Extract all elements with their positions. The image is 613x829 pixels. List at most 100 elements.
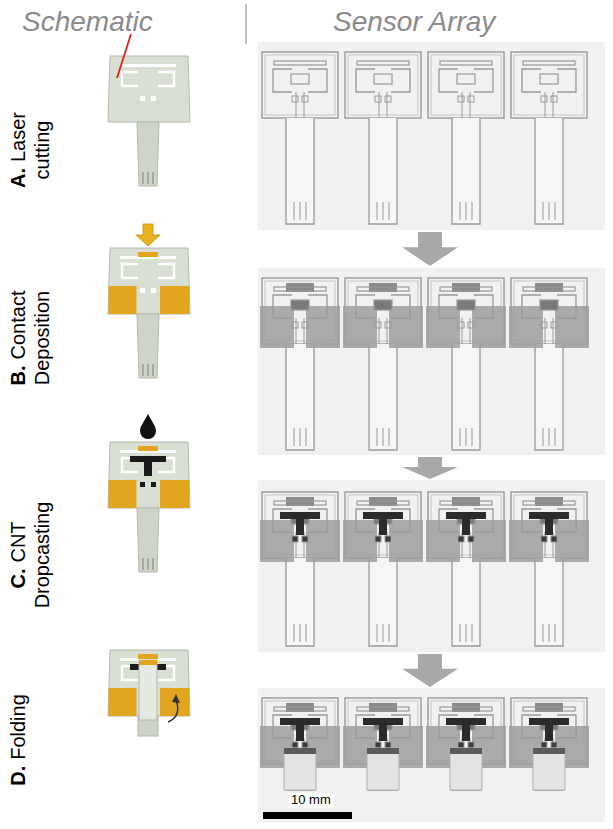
cut-slot: [440, 61, 492, 65]
contact-pad: [509, 520, 543, 562]
stem-trace: [294, 428, 295, 446]
column-separator: [245, 4, 247, 44]
contact-pad: [509, 306, 543, 348]
cut-slot: [120, 64, 176, 67]
stem-trace: [543, 202, 544, 220]
cut-slot: [357, 287, 409, 291]
stem-trace: [549, 428, 550, 446]
stem-trace: [460, 428, 461, 446]
cut-slot: [122, 72, 138, 86]
sensor: [428, 52, 504, 224]
contact-pad: [426, 520, 460, 562]
gold-contact: [138, 654, 158, 659]
pad-square: [385, 536, 391, 542]
stem-trace: [466, 624, 467, 642]
contact-pad: [426, 306, 460, 348]
sensor: [509, 278, 589, 450]
cut-slot: [391, 295, 410, 318]
pad-square: [458, 322, 464, 328]
sensor-frame: [511, 52, 587, 118]
pad-square: [375, 96, 381, 102]
pad-square: [385, 322, 391, 328]
stem-trace: [555, 428, 556, 446]
stem-trace: [555, 202, 556, 220]
cut-slot: [523, 501, 575, 505]
pad-square: [551, 536, 557, 542]
contact-pad: [389, 306, 423, 348]
stem-trace: [549, 202, 550, 220]
cut-slot: [356, 295, 375, 318]
stem-trace: [555, 624, 556, 642]
sensor-stem: [535, 344, 563, 450]
contact-pad: [306, 306, 340, 348]
pad-square: [151, 482, 156, 487]
cut-slot: [440, 501, 492, 505]
contact-pad: [389, 520, 423, 562]
pad-square: [292, 536, 298, 542]
stem-trace: [460, 624, 461, 642]
stem-trace: [300, 202, 301, 220]
folded-stem: [367, 748, 399, 790]
cut-slot: [308, 295, 327, 318]
gold-contact: [160, 286, 190, 314]
process-arrow: [402, 232, 458, 266]
tail-trace: [142, 364, 143, 376]
photo-background: [258, 268, 605, 455]
cut-slot: [474, 295, 493, 318]
step-name: CNT Dropcasting: [7, 502, 53, 609]
step-letter: A.: [7, 168, 29, 188]
contact-pad: [343, 306, 377, 348]
sensor: [509, 492, 589, 646]
tail-trace: [142, 558, 143, 570]
stem-trace: [377, 624, 378, 642]
gold-contact: [138, 446, 158, 451]
cut-slot: [158, 72, 174, 86]
sensor: [260, 492, 340, 646]
folded-stem: [533, 748, 565, 790]
cut-slot: [439, 295, 458, 318]
pad-square: [292, 742, 298, 748]
cut-slot: [440, 707, 492, 711]
pad-square: [468, 742, 474, 748]
sensor-stem: [452, 118, 480, 224]
contact-pad: [343, 520, 377, 562]
tail-trace: [152, 558, 153, 570]
schematic: [108, 414, 190, 572]
column-heading: Schematic: [22, 6, 153, 38]
sensor-frame-inner: [348, 55, 418, 115]
gold-contact: [109, 688, 137, 716]
sensor-stem: [286, 344, 314, 450]
sensor-frame: [262, 52, 338, 118]
sensor-stem: [286, 558, 314, 646]
cut-slot: [357, 61, 409, 65]
gold-contact: [138, 252, 158, 257]
substrate-plate: [108, 442, 190, 508]
gold-contact: [109, 480, 137, 508]
stem-trace: [300, 624, 301, 642]
cut-slot: [356, 69, 375, 92]
cut-slot: [522, 69, 541, 92]
stem-trace: [389, 624, 390, 642]
scale-bar: [263, 812, 352, 819]
pad-square: [302, 322, 308, 328]
photo-background: [258, 42, 605, 230]
sensor: [343, 278, 423, 450]
sensor-stem: [369, 118, 397, 224]
cnt-film: [144, 462, 152, 476]
cut-slot: [158, 264, 174, 278]
stem-trace: [466, 428, 467, 446]
sensor: [511, 52, 587, 224]
folded-stem-edge: [284, 748, 316, 754]
sensor-frame: [428, 52, 504, 118]
stem-trace: [377, 428, 378, 446]
scale-label: 10 mm: [288, 793, 334, 808]
step-name: Folding: [7, 694, 29, 760]
pad-square: [541, 536, 547, 542]
cut-slot: [308, 69, 327, 92]
stem-trace: [377, 202, 378, 220]
sensor-stem: [535, 118, 563, 224]
pad-square: [140, 482, 145, 487]
pad-square: [292, 96, 298, 102]
pad-square: [468, 322, 474, 328]
